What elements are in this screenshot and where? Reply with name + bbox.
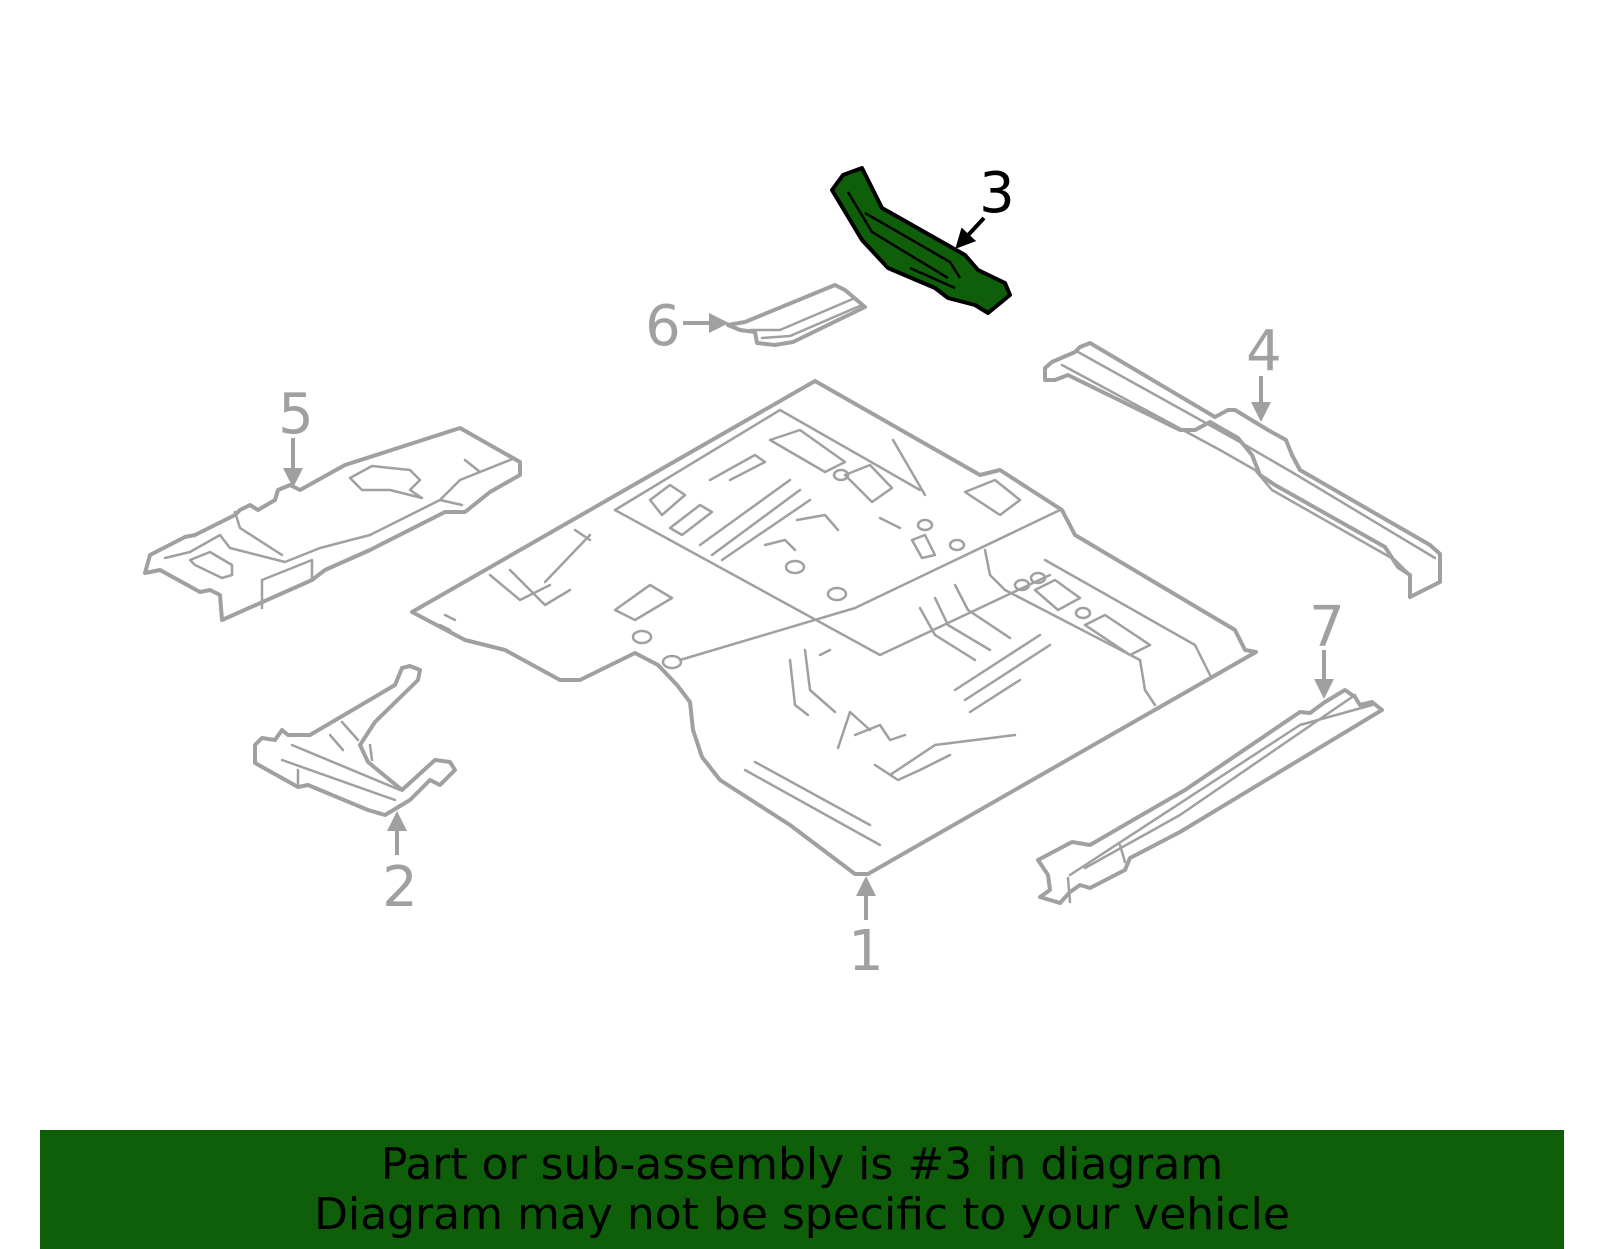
- callout-7[interactable]: 7: [1309, 595, 1345, 699]
- svg-text:7: 7: [1309, 595, 1345, 660]
- svg-text:5: 5: [278, 382, 314, 447]
- svg-text:1: 1: [848, 919, 884, 984]
- callout-4[interactable]: 4: [1246, 319, 1282, 422]
- part-7-rocker-rail: [1036, 688, 1384, 905]
- info-banner: Part or sub-assembly is #3 in diagram Di…: [40, 1130, 1564, 1249]
- part-6-bracket: [726, 283, 867, 347]
- banner-line-2: Diagram may not be specific to your vehi…: [314, 1188, 1290, 1240]
- part-3-floor-rail-highlighted: [830, 166, 1012, 315]
- part-1-floor-pan: [410, 379, 1258, 876]
- part-2-crossmember: [253, 664, 457, 817]
- callout-5[interactable]: 5: [278, 382, 314, 488]
- part-4-side-rail: [1043, 341, 1442, 599]
- callout-6[interactable]: 6: [645, 294, 729, 359]
- svg-text:4: 4: [1246, 319, 1282, 384]
- part-5-floor-extension: [143, 426, 522, 622]
- svg-text:2: 2: [382, 855, 418, 920]
- callout-2[interactable]: 2: [382, 811, 418, 920]
- svg-text:6: 6: [645, 294, 681, 359]
- banner-line-1: Part or sub-assembly is #3 in diagram: [380, 1138, 1224, 1190]
- callout-3[interactable]: 3: [955, 161, 1015, 249]
- svg-text:3: 3: [979, 161, 1015, 226]
- callout-1[interactable]: 1: [848, 876, 884, 984]
